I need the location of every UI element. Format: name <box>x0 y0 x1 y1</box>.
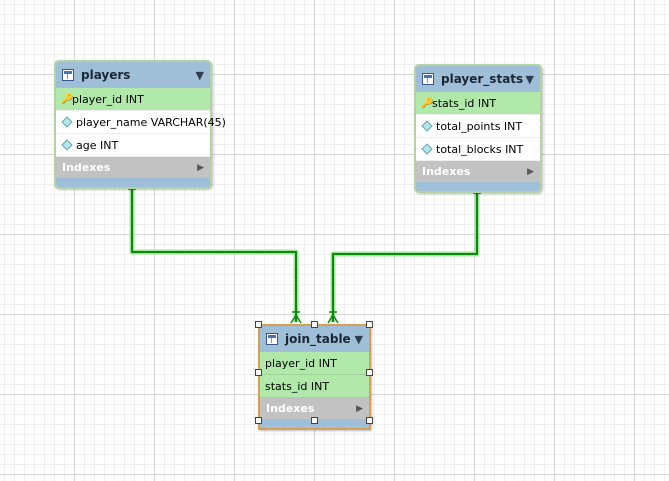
column-row[interactable]: total_points INT <box>416 115 540 138</box>
table-player-stats[interactable]: player_stats ▼ 🔑 stats_id INT total_poin… <box>414 64 542 193</box>
table-icon <box>266 333 278 345</box>
column-label: stats_id INT <box>265 379 330 393</box>
column-label: stats_id INT <box>432 96 497 110</box>
indexes-label: Indexes <box>422 165 471 178</box>
expand-arrow-icon[interactable]: ▶ <box>527 166 534 177</box>
collapse-chevron-icon[interactable]: ▼ <box>525 72 534 86</box>
primary-key-icon: 🔑 <box>421 97 434 109</box>
table-name: player_stats <box>441 72 524 86</box>
table-header[interactable]: join_table ▼ <box>260 326 369 352</box>
column-row[interactable]: 🔑 stats_id INT <box>416 92 540 115</box>
resize-handle-top-right[interactable] <box>366 321 373 328</box>
resize-handle-left[interactable] <box>255 369 262 376</box>
column-diamond-icon <box>61 116 73 128</box>
many-marker <box>327 311 339 324</box>
column-diamond-icon <box>61 139 73 151</box>
column-label: age INT <box>76 138 119 152</box>
table-footer <box>56 178 210 187</box>
column-diamond-icon <box>421 120 433 132</box>
resize-handle-top[interactable] <box>311 321 318 328</box>
relationship-players-join-table[interactable] <box>128 181 302 324</box>
expand-arrow-icon[interactable]: ▶ <box>197 162 204 173</box>
resize-handle-bottom-right[interactable] <box>366 417 373 424</box>
column-row[interactable]: player_id INT <box>260 352 369 375</box>
relationship-player-stats-join-table[interactable] <box>327 185 481 324</box>
indexes-label: Indexes <box>62 161 111 174</box>
column-row[interactable]: player_name VARCHAR(45) <box>56 111 226 134</box>
column-diamond-icon <box>421 143 433 155</box>
column-row[interactable]: 🔑 player_id INT <box>56 88 210 111</box>
column-label: total_blocks INT <box>436 142 524 156</box>
table-name: join_table <box>285 332 351 346</box>
resize-handle-top-left[interactable] <box>255 321 262 328</box>
table-header[interactable]: player_stats ▼ <box>416 66 540 92</box>
resize-handle-right[interactable] <box>366 369 373 376</box>
table-icon <box>422 73 434 85</box>
table-footer <box>416 182 540 191</box>
resize-handle-bottom-left[interactable] <box>255 417 262 424</box>
indexes-section[interactable]: Indexes ▶ <box>260 398 369 419</box>
table-join-table[interactable]: join_table ▼ player_id INT stats_id INT … <box>258 324 371 430</box>
resize-handle-bottom[interactable] <box>311 417 318 424</box>
collapse-chevron-icon[interactable]: ▼ <box>354 332 363 346</box>
column-label: player_id INT <box>265 356 337 370</box>
table-header[interactable]: players ▼ <box>56 62 210 88</box>
indexes-section[interactable]: Indexes ▶ <box>416 161 540 182</box>
column-row[interactable]: stats_id INT <box>260 375 369 398</box>
column-row[interactable]: total_blocks INT <box>416 138 540 161</box>
column-label: total_points INT <box>436 119 523 133</box>
column-row[interactable]: age INT <box>56 134 210 157</box>
column-label: player_name VARCHAR(45) <box>76 115 226 129</box>
collapse-chevron-icon[interactable]: ▼ <box>195 68 204 82</box>
table-icon <box>62 69 74 81</box>
table-players[interactable]: players ▼ 🔑 player_id INT player_name VA… <box>54 60 226 189</box>
indexes-label: Indexes <box>266 402 315 415</box>
table-name: players <box>81 68 131 82</box>
indexes-section[interactable]: Indexes ▶ <box>56 157 210 178</box>
primary-key-icon: 🔑 <box>61 93 74 105</box>
many-marker <box>290 311 302 324</box>
expand-arrow-icon[interactable]: ▶ <box>356 403 363 414</box>
column-label: player_id INT <box>72 92 144 106</box>
